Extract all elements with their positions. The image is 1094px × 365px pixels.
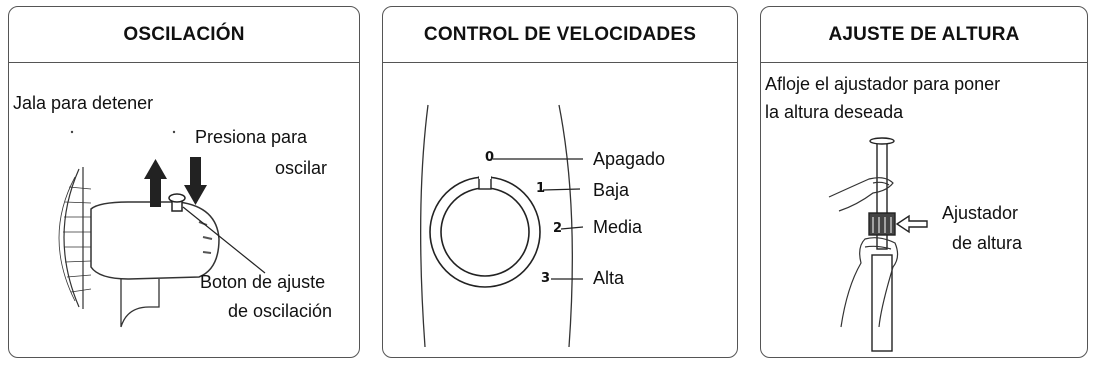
adjuster-pointer-icon bbox=[895, 214, 928, 234]
oscillation-panel: OSCILACIÓN Jala para d bbox=[8, 6, 360, 358]
speed-label-off: Apagado bbox=[593, 149, 666, 169]
fan-stand-icon bbox=[120, 279, 160, 328]
speed-label-low: Baja bbox=[593, 180, 630, 200]
height-instruction-line1: Afloje el ajustador para poner bbox=[765, 74, 1001, 94]
speed-title: CONTROL DE VELOCIDADES bbox=[383, 7, 737, 63]
press-down-arrow-icon bbox=[184, 157, 207, 205]
speed-number-0: 0 bbox=[485, 150, 495, 165]
speed-number-1: 1 bbox=[536, 181, 546, 196]
speed-dial-icon bbox=[429, 175, 541, 288]
adjuster-label-line1: Ajustador bbox=[942, 203, 1019, 223]
speed-number-2: 2 bbox=[553, 221, 563, 236]
height-title: AJUSTE DE ALTURA bbox=[761, 7, 1087, 63]
height-pole-icon bbox=[868, 137, 896, 352]
height-instruction-line2: la altura deseada bbox=[765, 102, 904, 122]
oscillation-title: OSCILACIÓN bbox=[9, 7, 359, 63]
hand-icon bbox=[828, 177, 899, 328]
speed-label-medium: Media bbox=[593, 217, 643, 237]
speed-label-high: Alta bbox=[593, 268, 625, 288]
press-label-line1: Presiona para bbox=[195, 127, 308, 147]
pull-to-stop-label: Jala para detener bbox=[13, 93, 154, 113]
oscillation-knob-icon bbox=[168, 193, 186, 212]
speed-dial-illustration bbox=[420, 104, 584, 348]
height-panel: AJUSTE DE ALTURA Afloje el ajustador par… bbox=[760, 6, 1088, 358]
button-label-line1: Boton de ajuste bbox=[200, 272, 326, 292]
button-label-line2: de oscilación bbox=[228, 301, 333, 321]
pull-up-arrow-icon bbox=[144, 159, 167, 207]
motor-housing-icon bbox=[90, 201, 220, 280]
press-label-line2: oscilar bbox=[275, 158, 328, 178]
height-adjust-illustration bbox=[828, 137, 928, 352]
fan-grille-icon bbox=[58, 167, 92, 309]
adjuster-label-line2: de altura bbox=[952, 233, 1023, 253]
fan-head-illustration bbox=[58, 130, 266, 328]
speed-panel: CONTROL DE VELOCIDADES 0 1 2 3 Apagado B… bbox=[382, 6, 738, 358]
speed-number-3: 3 bbox=[541, 271, 551, 286]
